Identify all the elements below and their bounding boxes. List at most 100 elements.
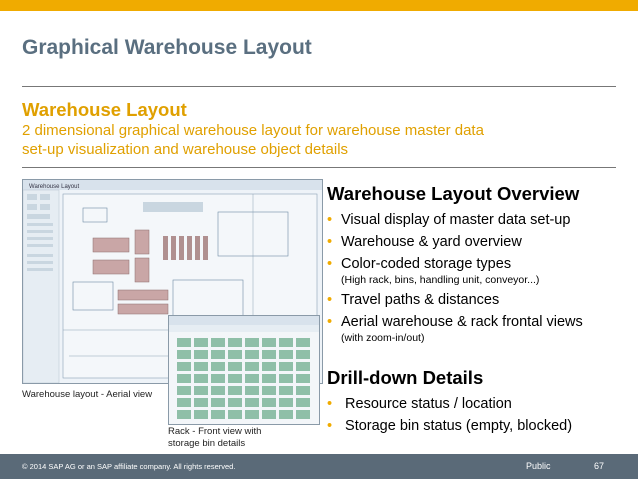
overview-item-text: Aerial warehouse & rack frontal views — [341, 314, 583, 330]
storage-bin — [279, 410, 293, 419]
storage-bin — [262, 386, 276, 395]
storage-bin — [279, 386, 293, 395]
storage-bin — [245, 410, 259, 419]
storage-bin — [245, 386, 259, 395]
rack-caption-line-2: storage bin details — [168, 438, 246, 449]
overview-item-text: Visual display of master data set-up — [341, 212, 571, 228]
section-description: 2 dimensional graphical warehouse layout… — [22, 121, 484, 159]
storage-bin — [296, 386, 310, 395]
bullet-icon: • — [327, 234, 333, 250]
storage-bin — [245, 362, 259, 371]
bullet-icon: • — [327, 256, 333, 272]
bullet-icon: • — [327, 314, 333, 330]
rack-bins-drawing — [169, 316, 319, 419]
overview-list: • Visual display of master data set-up •… — [327, 212, 583, 344]
footer-bar: © 2014 SAP AG or an SAP affiliate compan… — [0, 454, 638, 479]
bullet-icon: • — [327, 212, 333, 228]
overview-heading: Warehouse Layout Overview — [327, 183, 580, 204]
storage-bin — [211, 386, 225, 395]
drilldown-heading: Drill-down Details — [327, 367, 484, 388]
rack-front-view-screenshot — [168, 315, 320, 425]
storage-bin — [194, 338, 208, 347]
storage-bin — [211, 374, 225, 383]
storage-bin — [177, 338, 191, 347]
overview-item-subtext: (with zoom-in/out) — [341, 332, 425, 344]
overview-item-text: Warehouse & yard overview — [341, 234, 522, 250]
storage-bin — [177, 386, 191, 395]
storage-bin — [194, 386, 208, 395]
storage-bin — [211, 398, 225, 407]
storage-bin — [228, 362, 242, 371]
storage-bin — [211, 410, 225, 419]
storage-bin — [228, 410, 242, 419]
storage-bin — [228, 386, 242, 395]
storage-bin — [228, 338, 242, 347]
storage-bin — [211, 362, 225, 371]
storage-bin — [262, 374, 276, 383]
storage-bin — [262, 398, 276, 407]
storage-bin — [194, 410, 208, 419]
storage-bin — [262, 338, 276, 347]
storage-bin — [245, 338, 259, 347]
storage-bin — [194, 350, 208, 359]
overview-item-text: Color-coded storage types — [341, 256, 512, 272]
storage-bin — [296, 410, 310, 419]
storage-bin — [262, 350, 276, 359]
storage-bin — [228, 374, 242, 383]
drilldown-item: • Storage bin status (empty, blocked) — [327, 418, 572, 434]
overview-item: • Color-coded storage types (High rack, … — [327, 256, 583, 286]
storage-bin — [177, 374, 191, 383]
storage-bin — [296, 350, 310, 359]
storage-bin — [296, 338, 310, 347]
storage-bin — [262, 362, 276, 371]
top-accent-bar — [0, 0, 638, 11]
copyright-text: © 2014 SAP AG or an SAP affiliate compan… — [22, 462, 236, 471]
drilldown-item: • Resource status / location — [327, 396, 572, 412]
drilldown-item-text: Storage bin status (empty, blocked) — [341, 418, 573, 434]
storage-bin — [194, 362, 208, 371]
storage-bin — [279, 398, 293, 407]
bullet-icon: • — [327, 396, 333, 412]
storage-bin — [279, 374, 293, 383]
page-number: 67 — [594, 461, 605, 471]
storage-bin — [279, 350, 293, 359]
drilldown-item-text: Resource status / location — [341, 396, 512, 412]
overview-item-text: Travel paths & distances — [341, 292, 500, 308]
page-title: Graphical Warehouse Layout — [22, 36, 312, 59]
storage-bin — [177, 350, 191, 359]
aerial-view-screenshot: Warehouse Layout — [22, 179, 323, 384]
storage-bin — [296, 374, 310, 383]
storage-bin — [194, 398, 208, 407]
description-line-2: set-up visualization and warehouse objec… — [22, 141, 349, 158]
storage-bin — [245, 350, 259, 359]
storage-bin — [245, 398, 259, 407]
storage-bin — [177, 398, 191, 407]
bullet-icon: • — [327, 418, 333, 434]
storage-bin — [177, 410, 191, 419]
storage-bin — [194, 374, 208, 383]
storage-bin — [245, 374, 259, 383]
storage-bin — [228, 398, 242, 407]
overview-item: • Travel paths & distances — [327, 292, 583, 308]
drilldown-list: • Resource status / location • Storage b… — [327, 396, 572, 434]
overview-item: • Warehouse & yard overview — [327, 234, 583, 250]
title-divider — [22, 86, 616, 87]
aerial-caption-text: Warehouse layout - Aerial view — [22, 389, 153, 400]
classification-label: Public — [526, 461, 551, 471]
storage-bin — [211, 350, 225, 359]
storage-bin — [296, 362, 310, 371]
rack-caption: Rack - Front view with storage bin detai… — [168, 426, 261, 450]
aerial-caption: Warehouse layout - Aerial view — [22, 389, 152, 401]
storage-bin — [211, 338, 225, 347]
storage-bin — [228, 350, 242, 359]
intro-divider — [22, 167, 616, 168]
aerial-window-title: Warehouse Layout — [29, 184, 79, 190]
overview-item-subtext: (High rack, bins, handling unit, conveyo… — [341, 274, 540, 286]
section-heading: Warehouse Layout — [22, 99, 187, 120]
storage-bin — [177, 362, 191, 371]
storage-bin — [296, 398, 310, 407]
overview-item: • Visual display of master data set-up — [327, 212, 583, 228]
rack-caption-line-1: Rack - Front view with — [168, 426, 262, 437]
storage-bin — [262, 410, 276, 419]
storage-bin — [279, 362, 293, 371]
